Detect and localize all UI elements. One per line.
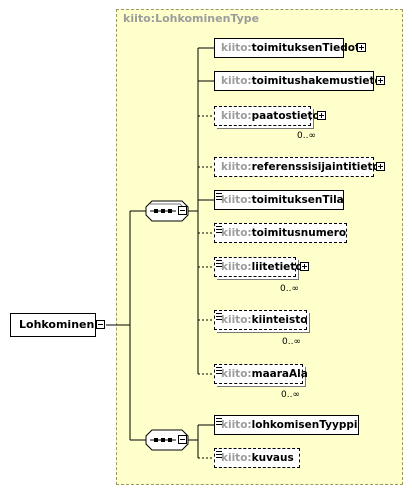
element-name: liitetieto bbox=[251, 261, 303, 273]
element-toimituksenTiedot[interactable]: kiito:toimituksenTiedot bbox=[214, 38, 360, 58]
complex-type-title: kiito:LohkominenType bbox=[123, 12, 260, 25]
element-toimitusnumero[interactable]: kiito:toimitusnumero bbox=[214, 223, 347, 243]
element-name: kuvaus bbox=[251, 452, 294, 464]
element-kuvaus[interactable]: kiito:kuvaus bbox=[214, 448, 300, 468]
element-name: paatostieto bbox=[251, 110, 320, 122]
element-referenssisijaintitieto[interactable]: kiito:referenssisijaintitieto bbox=[214, 157, 380, 177]
namespace-prefix: kiito: bbox=[221, 227, 252, 239]
element-name: maaraAla bbox=[251, 368, 308, 380]
root-element-lohkominen[interactable]: Lohkominen bbox=[10, 313, 96, 337]
element-paatostieto[interactable]: kiito:paatostieto bbox=[214, 106, 320, 126]
collapse-sequence-1-icon[interactable] bbox=[178, 206, 187, 215]
namespace-prefix: kiito: bbox=[221, 194, 252, 206]
multiplicity-liitetieto: 0..∞ bbox=[280, 284, 299, 294]
documentation-icon bbox=[216, 451, 222, 460]
documentation-icon bbox=[216, 367, 222, 376]
element-kiinteisto[interactable]: kiito:kiinteisto bbox=[214, 310, 308, 330]
namespace-prefix: kiito: bbox=[221, 110, 252, 122]
documentation-icon bbox=[216, 226, 222, 235]
namespace-prefix: kiito: bbox=[221, 42, 252, 54]
expand-toimitushakemustieto-icon[interactable] bbox=[376, 76, 385, 85]
namespace-prefix: kiito: bbox=[221, 161, 252, 173]
element-liitetieto[interactable]: kiito:liitetieto bbox=[214, 257, 303, 277]
documentation-icon bbox=[216, 313, 222, 322]
multiplicity-kiinteisto: 0..∞ bbox=[282, 337, 301, 347]
documentation-icon bbox=[216, 260, 222, 269]
element-lohkomisenTyyppi[interactable]: kiito:lohkomisenTyyppi bbox=[214, 415, 359, 435]
element-maaraAla[interactable]: kiito:maaraAla bbox=[214, 364, 308, 384]
documentation-icon bbox=[216, 418, 222, 427]
expand-liitetieto-icon[interactable] bbox=[300, 262, 309, 271]
documentation-icon bbox=[216, 193, 222, 202]
collapse-sequence-2-icon[interactable] bbox=[178, 435, 187, 444]
expand-referenssisijaintitieto-icon[interactable] bbox=[376, 162, 385, 171]
namespace-prefix: kiito: bbox=[221, 261, 252, 273]
namespace-prefix: kiito: bbox=[221, 314, 252, 326]
element-name: kiinteisto bbox=[251, 314, 308, 326]
element-name: toimitusnumero bbox=[251, 227, 347, 239]
element-name: referenssisijaintitieto bbox=[251, 161, 380, 173]
element-name: lohkomisenTyyppi bbox=[251, 419, 358, 431]
element-name: toimituksenTila bbox=[251, 194, 344, 206]
element-name: toimitushakemustieto bbox=[251, 75, 382, 87]
multiplicity-paatostieto: 0..∞ bbox=[297, 131, 316, 141]
multiplicity-maaraAla: 0..∞ bbox=[281, 390, 300, 400]
namespace-prefix: kiito: bbox=[221, 419, 252, 431]
namespace-prefix: kiito: bbox=[221, 452, 252, 464]
element-toimitushakemustieto[interactable]: kiito:toimitushakemustieto bbox=[214, 71, 382, 91]
namespace-prefix: kiito: bbox=[221, 75, 252, 87]
expand-toimituksenTiedot-icon[interactable] bbox=[357, 43, 366, 52]
element-name: toimituksenTiedot bbox=[251, 42, 360, 54]
namespace-prefix: kiito: bbox=[221, 368, 252, 380]
root-element-label: Lohkominen bbox=[19, 318, 95, 331]
expand-paatostieto-icon[interactable] bbox=[317, 111, 326, 120]
collapse-root-icon[interactable] bbox=[96, 320, 105, 329]
element-toimituksenTila[interactable]: kiito:toimituksenTila bbox=[214, 190, 344, 210]
sequence-compositor-2 bbox=[145, 429, 189, 451]
